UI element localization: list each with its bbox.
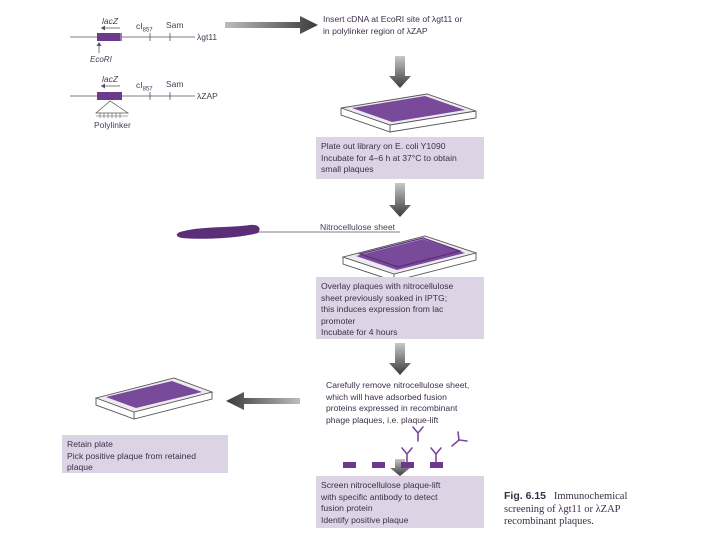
ci-label: cI857: [136, 21, 153, 34]
caption-line: recombinant plaques.: [504, 516, 594, 527]
caption-title: Immunochemical: [553, 491, 628, 502]
gene-label: lacZ: [102, 74, 119, 84]
zap-map: [70, 83, 195, 118]
vector-label: λgt11: [197, 32, 218, 42]
arrow-down-icon: [389, 343, 411, 375]
fusion-proteins: [343, 462, 443, 468]
sam-label: Sam: [166, 79, 184, 89]
step6-box: Retain plate Pick positive plaque from r…: [62, 435, 228, 473]
nitrocellulose-sheet: [176, 224, 400, 239]
sam-label: Sam: [166, 20, 184, 30]
gt11-map: [70, 25, 195, 53]
figure-number: Fig. 6.15: [504, 490, 547, 502]
ci-label: cI857: [136, 80, 153, 93]
petri-plate: [340, 93, 477, 133]
caption-line: screening of λgt11 or λZAP: [504, 503, 621, 515]
step3-box: Overlay plaques with nitrocellulose shee…: [316, 277, 484, 339]
arrow-down-icon: [389, 56, 411, 88]
arrow-right-icon: [225, 16, 318, 34]
vector-label: λZAP: [197, 91, 218, 101]
gene-label: lacZ: [102, 16, 119, 26]
arrow-down-icon: [389, 183, 411, 217]
step2-box: Plate out library on E. coli Y1090 Incub…: [316, 137, 484, 179]
antibody-icon: [401, 426, 468, 463]
step1-text: Insert cDNA at EcoRI site of λgt11 or in…: [323, 14, 463, 36]
petri-plate-retained: [94, 377, 214, 420]
figure-caption: Fig. 6.15 Immunochemical screening of λg…: [504, 490, 627, 529]
petri-plate-overlay: [341, 235, 478, 282]
arrow-left-icon: [226, 392, 300, 410]
step5-box: Screen nitrocellulose plaque-lift with s…: [316, 476, 484, 528]
step4-text: Carefully remove nitrocellulose sheet, w…: [326, 380, 470, 425]
nitrocellulose-label: Nitrocellulose sheet: [320, 222, 395, 232]
polylinker-label: Polylinker: [94, 120, 131, 130]
ecori-label: EcoRI: [90, 55, 112, 64]
